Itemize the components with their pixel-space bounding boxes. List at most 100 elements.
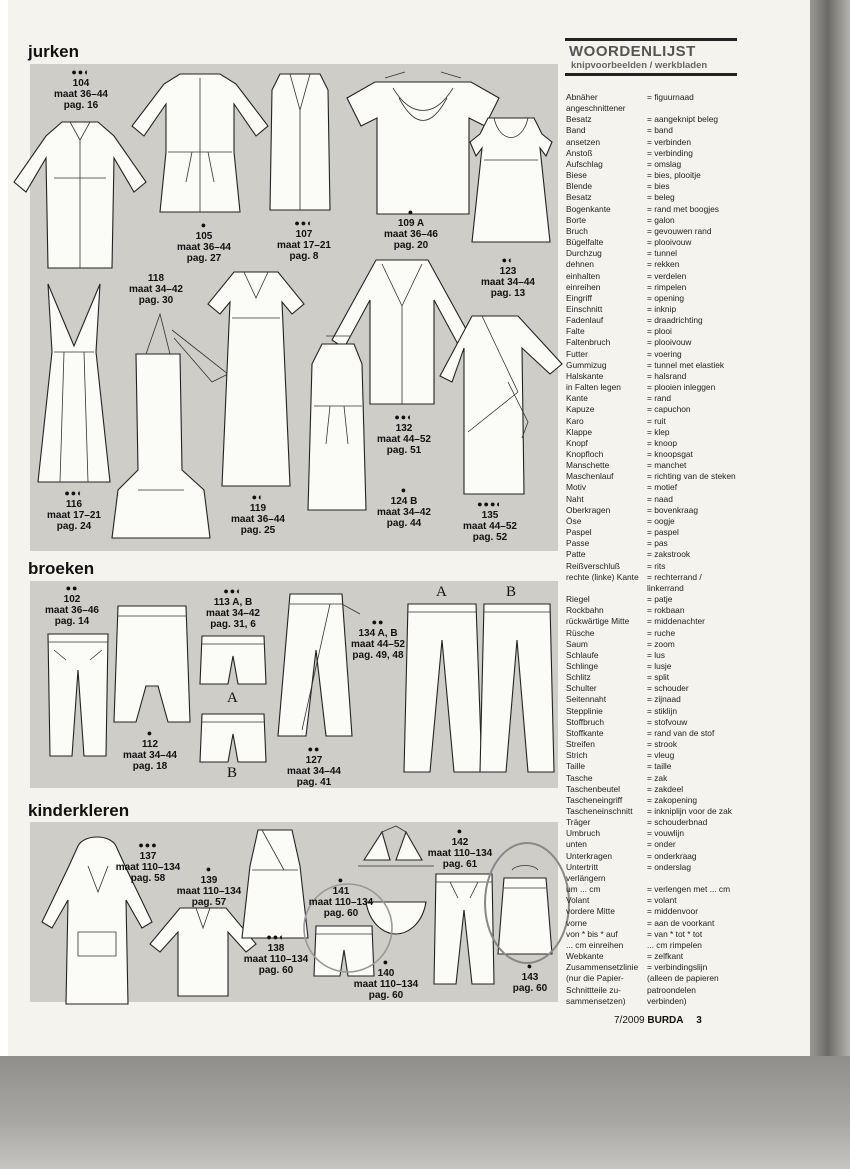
glossary-entry: Faltenbruch= plooivouw <box>566 337 806 348</box>
glossary-german-term: Schulter <box>566 683 597 694</box>
glossary-entry: (nur die Papier- (alleen de papieren <box>566 973 806 984</box>
bag-143-drawing <box>497 865 553 955</box>
glossary-dutch-term: = zelfkant <box>647 951 684 962</box>
glossary-dutch-term: = verlengen met ... cm <box>647 884 731 895</box>
glossary-entry: Riegel= patje <box>566 594 806 605</box>
glossary-entry: Taschenbeutel = zakdeel <box>566 784 806 795</box>
glossary-german-term: Stoffbruch <box>566 716 605 727</box>
glossary-dutch-term <box>647 873 806 884</box>
trousers-134-drawing <box>277 593 361 737</box>
glossary-dutch-term <box>647 103 806 114</box>
glossary-german-term: Klappe <box>566 426 593 437</box>
glossary-german-term: Rockbahn <box>566 605 604 616</box>
glossary-entry: Aufschlag= omslag <box>566 159 806 170</box>
dress-107-drawing <box>269 73 331 211</box>
glossary-german-term: Tascheneingriff <box>566 794 623 805</box>
glossary-entry: Gummizug= tunnel met elastiek <box>566 360 806 371</box>
glossary-dutch-term: = richting van de steken <box>647 471 736 482</box>
glossary-german-term: Passe <box>566 538 590 549</box>
glossary-dutch-term: = onder <box>647 839 676 850</box>
glossary-dutch-term: = manchet <box>647 460 687 471</box>
glossary-german-term: Untertritt <box>566 861 599 872</box>
glossary-german-term: Taille <box>566 761 586 772</box>
glossary-entry: einreihen= rimpelen <box>566 282 806 293</box>
glossary-german-term: unten <box>566 839 587 850</box>
glossary-dutch-term: = patje <box>647 594 673 605</box>
glossary-german-term: angeschnittener <box>566 103 626 114</box>
glossary-german-term: Unterkragen <box>566 850 613 861</box>
glossary-german-term: Bogenkante <box>566 203 611 214</box>
dress-135-drawing <box>439 315 563 495</box>
glossary-entry: Bruch= gevouwen rand <box>566 226 806 237</box>
glossary-german-term: Volant <box>566 895 590 906</box>
glossary-german-term <box>566 583 647 594</box>
stamp-circle-2 <box>303 883 393 973</box>
glossary-german-term: Umbruch <box>566 828 600 839</box>
glossary-dutch-term: = zakdeel <box>647 783 684 794</box>
glossary-dutch-term: = van * tot * tot <box>647 928 703 939</box>
glossary-german-term: Kapuze <box>566 404 595 415</box>
stamp-circle <box>484 842 570 964</box>
glossary-german-term: Schlinge <box>566 660 599 671</box>
glossary-dutch-term: = klep <box>647 426 670 437</box>
glossary-german-term: Zusammensetzlinie <box>566 962 639 973</box>
glossary-dutch-term: = oogje <box>647 515 675 526</box>
glossary-entry: von * bis * auf= van * tot * tot <box>566 929 806 940</box>
scanner-background <box>0 1056 850 1169</box>
glossary-entry: Paspel= paspel <box>566 527 806 538</box>
glossary-dutch-term: = zak <box>647 772 668 783</box>
glossary-entry: Maschenlauf= richting van de steken <box>566 471 806 482</box>
glossary-entry: Manschette= manchet <box>566 460 806 471</box>
glossary-entry: Schlinge= lusje <box>566 661 806 672</box>
glossary-german-term: Seitennaht <box>566 694 607 705</box>
glossary-entry: Kante= rand <box>566 393 806 404</box>
glossary-german-term: Durchzug <box>566 248 602 259</box>
glossary-entry: Futter= voering <box>566 349 806 360</box>
glossary-dutch-term: = omslag <box>647 158 682 169</box>
glossary-entry: Öse= oogje <box>566 516 806 527</box>
letter-b-broeken: B <box>506 584 517 600</box>
glossary-dutch-term: = vleug <box>647 750 675 761</box>
glossary-dutch-term: = rokbaan <box>647 605 685 616</box>
glossary-german-term: Schnittteile zu- <box>566 984 621 995</box>
letter-a-broeken: A <box>436 584 447 600</box>
glossary-entry: Taille= taille <box>566 761 806 772</box>
glossary-entry: rückwärtige Mitte= middenachter <box>566 616 806 627</box>
glossary-dutch-term: = figuurnaad <box>647 92 694 102</box>
trousers-127b-drawing <box>479 603 555 773</box>
glossary-header: WOORDENLIJST knipvoorbeelden / werkblade… <box>565 38 737 76</box>
glossary-dutch-term: = plooi <box>647 326 672 337</box>
glossary-german-term: Streifen <box>566 739 595 750</box>
glossary-german-term: Naht <box>566 493 584 504</box>
glossary-dutch-term: = beleg <box>647 192 675 203</box>
glossary-dutch-term: = strook <box>647 739 678 750</box>
glossary-german-term: Taschenbeutel <box>566 783 621 794</box>
glossary-german-term: Gummizug <box>566 359 607 370</box>
glossary-german-term: Tasche <box>566 772 593 783</box>
glossary-german-term: einhalten <box>566 270 600 281</box>
trousers-102-drawing <box>47 633 109 757</box>
glossary-german-term: Knopf <box>566 437 588 448</box>
glossary-german-term: Blende <box>566 181 593 192</box>
glossary-entry: Reißverschluß= rits <box>566 561 806 572</box>
glossary-german-term: Paspel <box>566 527 592 538</box>
glossary-dutch-term: = motief <box>647 482 678 493</box>
glossary-german-term: Reißverschluß <box>566 560 620 571</box>
glossary-german-term: Falte <box>566 326 585 337</box>
glossary-german-term: Faltenbruch <box>566 337 611 348</box>
glossary-dutch-term: = zakopening <box>647 794 698 805</box>
trousers-112-drawing <box>113 605 191 723</box>
glossary-entry: Träger= schouderbnad <box>566 817 806 828</box>
glossary-dutch-term: = stofvouw <box>647 716 688 727</box>
glossary-dutch-term: = schouderbnad <box>647 817 708 828</box>
glossary-german-term: Borte <box>566 214 587 225</box>
